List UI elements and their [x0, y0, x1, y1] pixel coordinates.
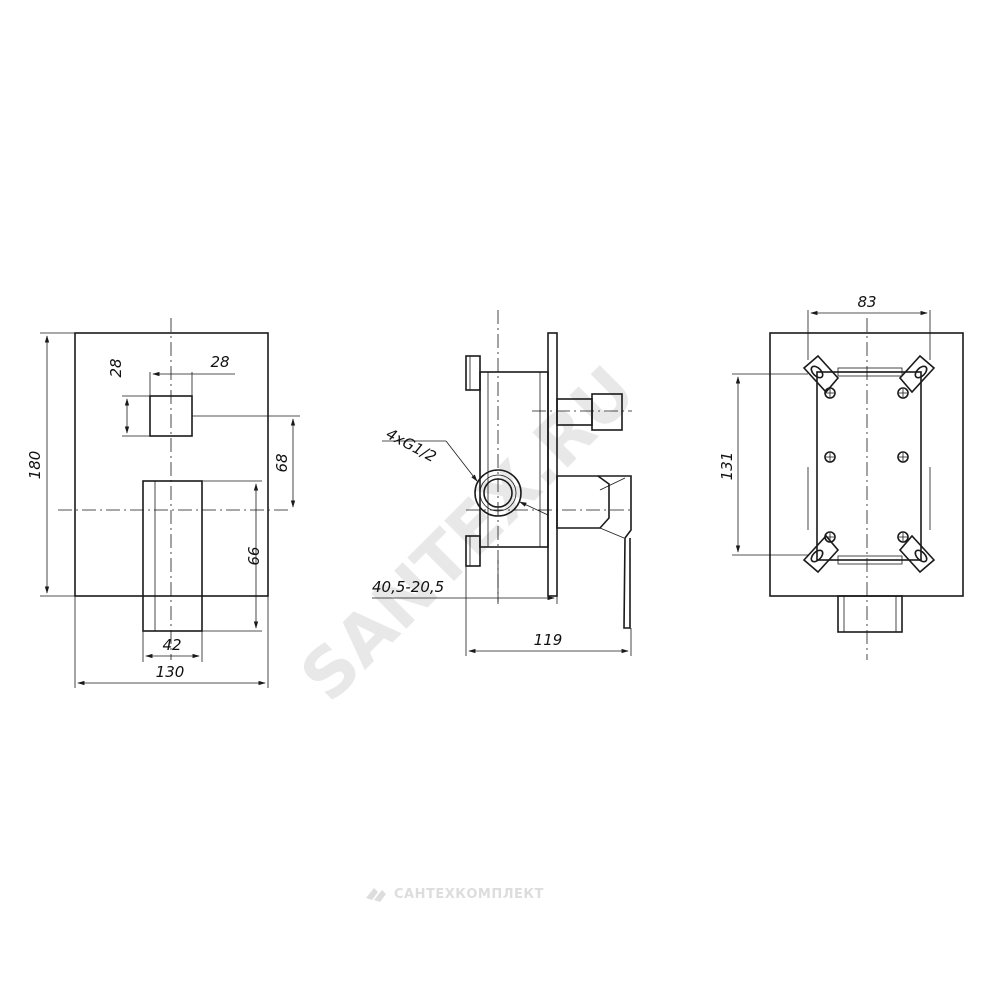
- dim-label-180: 180: [26, 451, 44, 480]
- screw-icon: [824, 387, 909, 543]
- back-outlet: [837, 595, 903, 633]
- side-view: 4xG1/2 40,5-20,5 119: [372, 310, 633, 656]
- dim-label-131: 131: [718, 452, 736, 481]
- brand-logo-icon: [366, 888, 386, 902]
- dim-label-119: 119: [534, 631, 563, 649]
- dim-label-68: 68: [273, 453, 291, 472]
- front-view: 180 28 28 68 99 42 130: [26, 318, 300, 688]
- brand-name: САНТЕХКОМПЛЕКТ: [394, 887, 544, 902]
- dim-label-42: 42: [162, 636, 181, 654]
- bracket-ear-tr: [898, 354, 936, 394]
- bracket-ear-bl: [802, 534, 840, 574]
- mixer-lever: [142, 480, 203, 632]
- dim-label-knob-v: 28: [107, 358, 125, 377]
- dim-label-knob-h: 28: [210, 353, 229, 371]
- mount-tab-bottom: [465, 535, 481, 567]
- watermark-text: SANTEX.RU: [286, 352, 651, 717]
- mount-tab-top: [465, 355, 481, 391]
- bracket-ear-br: [898, 534, 936, 574]
- dim-label-130: 130: [156, 663, 185, 681]
- front-faceplate: [74, 332, 269, 597]
- back-view: 83 131: [718, 293, 964, 660]
- dim-label-thread: 4xG1/2: [383, 425, 439, 466]
- brand-footer: САНТЕХКОМПЛЕКТ: [366, 887, 544, 902]
- back-body: [816, 371, 922, 561]
- dim-label-99: 99: [244, 546, 262, 565]
- bracket-ear-tl: [802, 354, 840, 394]
- dim-label-depth-range: 40,5-20,5: [372, 578, 444, 596]
- dim-label-83: 83: [857, 293, 876, 311]
